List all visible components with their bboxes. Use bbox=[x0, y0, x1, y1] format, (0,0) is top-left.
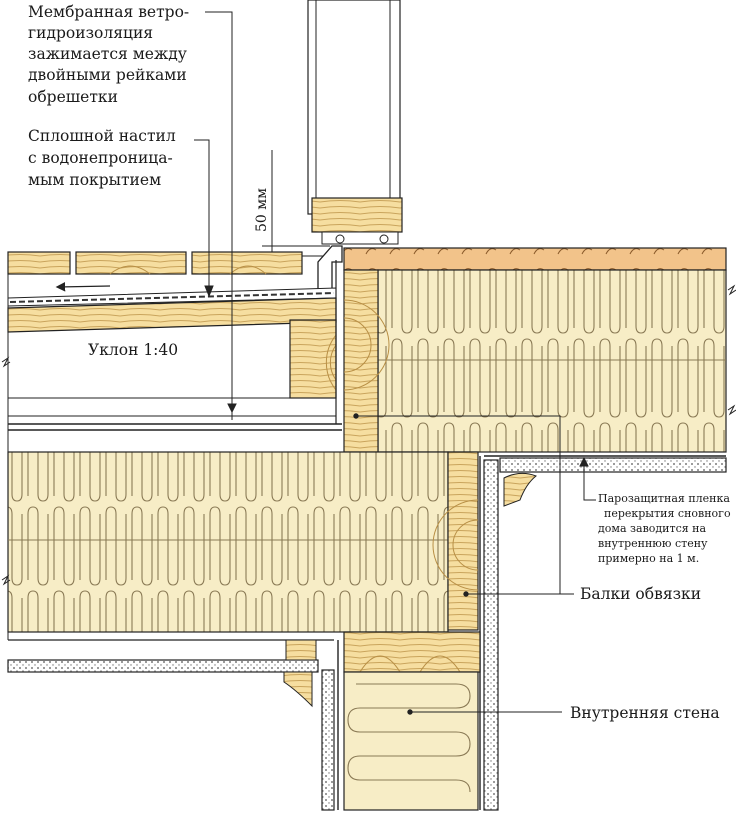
label-inner-wall: Внутренняя стена bbox=[570, 704, 720, 722]
svg-text:зажимается между: зажимается между bbox=[28, 45, 187, 63]
leader-lines bbox=[194, 11, 596, 715]
label-decking: Сплошной настил с водонепроница- мым пок… bbox=[28, 127, 176, 189]
svg-text:гидроизоляция: гидроизоляция bbox=[28, 24, 153, 42]
svg-text:перекрытия сновного: перекрытия сновного bbox=[604, 507, 731, 520]
lower-insulation bbox=[7, 451, 449, 633]
svg-text:с водонепроница-: с водонепроница- bbox=[28, 149, 173, 167]
svg-text:дома заводится на: дома заводится на bbox=[598, 522, 706, 535]
svg-text:обрешетки: обрешетки bbox=[28, 88, 118, 106]
sloped-decking bbox=[7, 282, 337, 333]
lower-ceiling bbox=[7, 639, 334, 708]
label-membrane: Мембранная ветро- гидроизоляция зажимает… bbox=[28, 3, 189, 106]
main-roof-insulation bbox=[377, 269, 727, 453]
label-vapor-barrier: Парозащитная пленка перекрытия сновного … bbox=[598, 492, 731, 565]
dimension-50mm: 50 мм bbox=[254, 150, 330, 257]
roof-cavity bbox=[8, 260, 342, 431]
roof-planks bbox=[7, 251, 303, 275]
svg-text:внутреннюю стену: внутреннюю стену bbox=[598, 537, 708, 550]
svg-text:примерно на 1 м.: примерно на 1 м. bbox=[598, 552, 699, 565]
upper-wall-post bbox=[307, 0, 403, 245]
svg-text:Сплошной настил: Сплошной настил bbox=[28, 127, 176, 145]
main-ceiling-drywall bbox=[484, 455, 727, 507]
main-roof-sheathing bbox=[343, 247, 727, 271]
membrane-flashing bbox=[317, 245, 343, 292]
inner-wall-drywall bbox=[321, 456, 499, 811]
dimension-label: 50 мм bbox=[254, 188, 270, 232]
label-beams: Балки обвязки bbox=[580, 585, 701, 603]
inner-wall-insulation bbox=[343, 671, 479, 811]
svg-text:двойными рейками: двойными рейками bbox=[28, 66, 187, 84]
break-marks bbox=[1, 284, 736, 586]
svg-text:Парозащитная пленка: Парозащитная пленка bbox=[598, 492, 730, 505]
svg-text:Мембранная ветро-: Мембранная ветро- bbox=[28, 3, 189, 21]
rim-beam-upper bbox=[343, 269, 379, 453]
rim-beam-lower bbox=[447, 451, 479, 631]
svg-text:мым покрытием: мым покрытием bbox=[28, 171, 161, 189]
label-slope: Уклон 1:40 bbox=[88, 341, 178, 359]
support-block bbox=[289, 319, 337, 399]
bottom-plate-beam bbox=[343, 631, 481, 673]
